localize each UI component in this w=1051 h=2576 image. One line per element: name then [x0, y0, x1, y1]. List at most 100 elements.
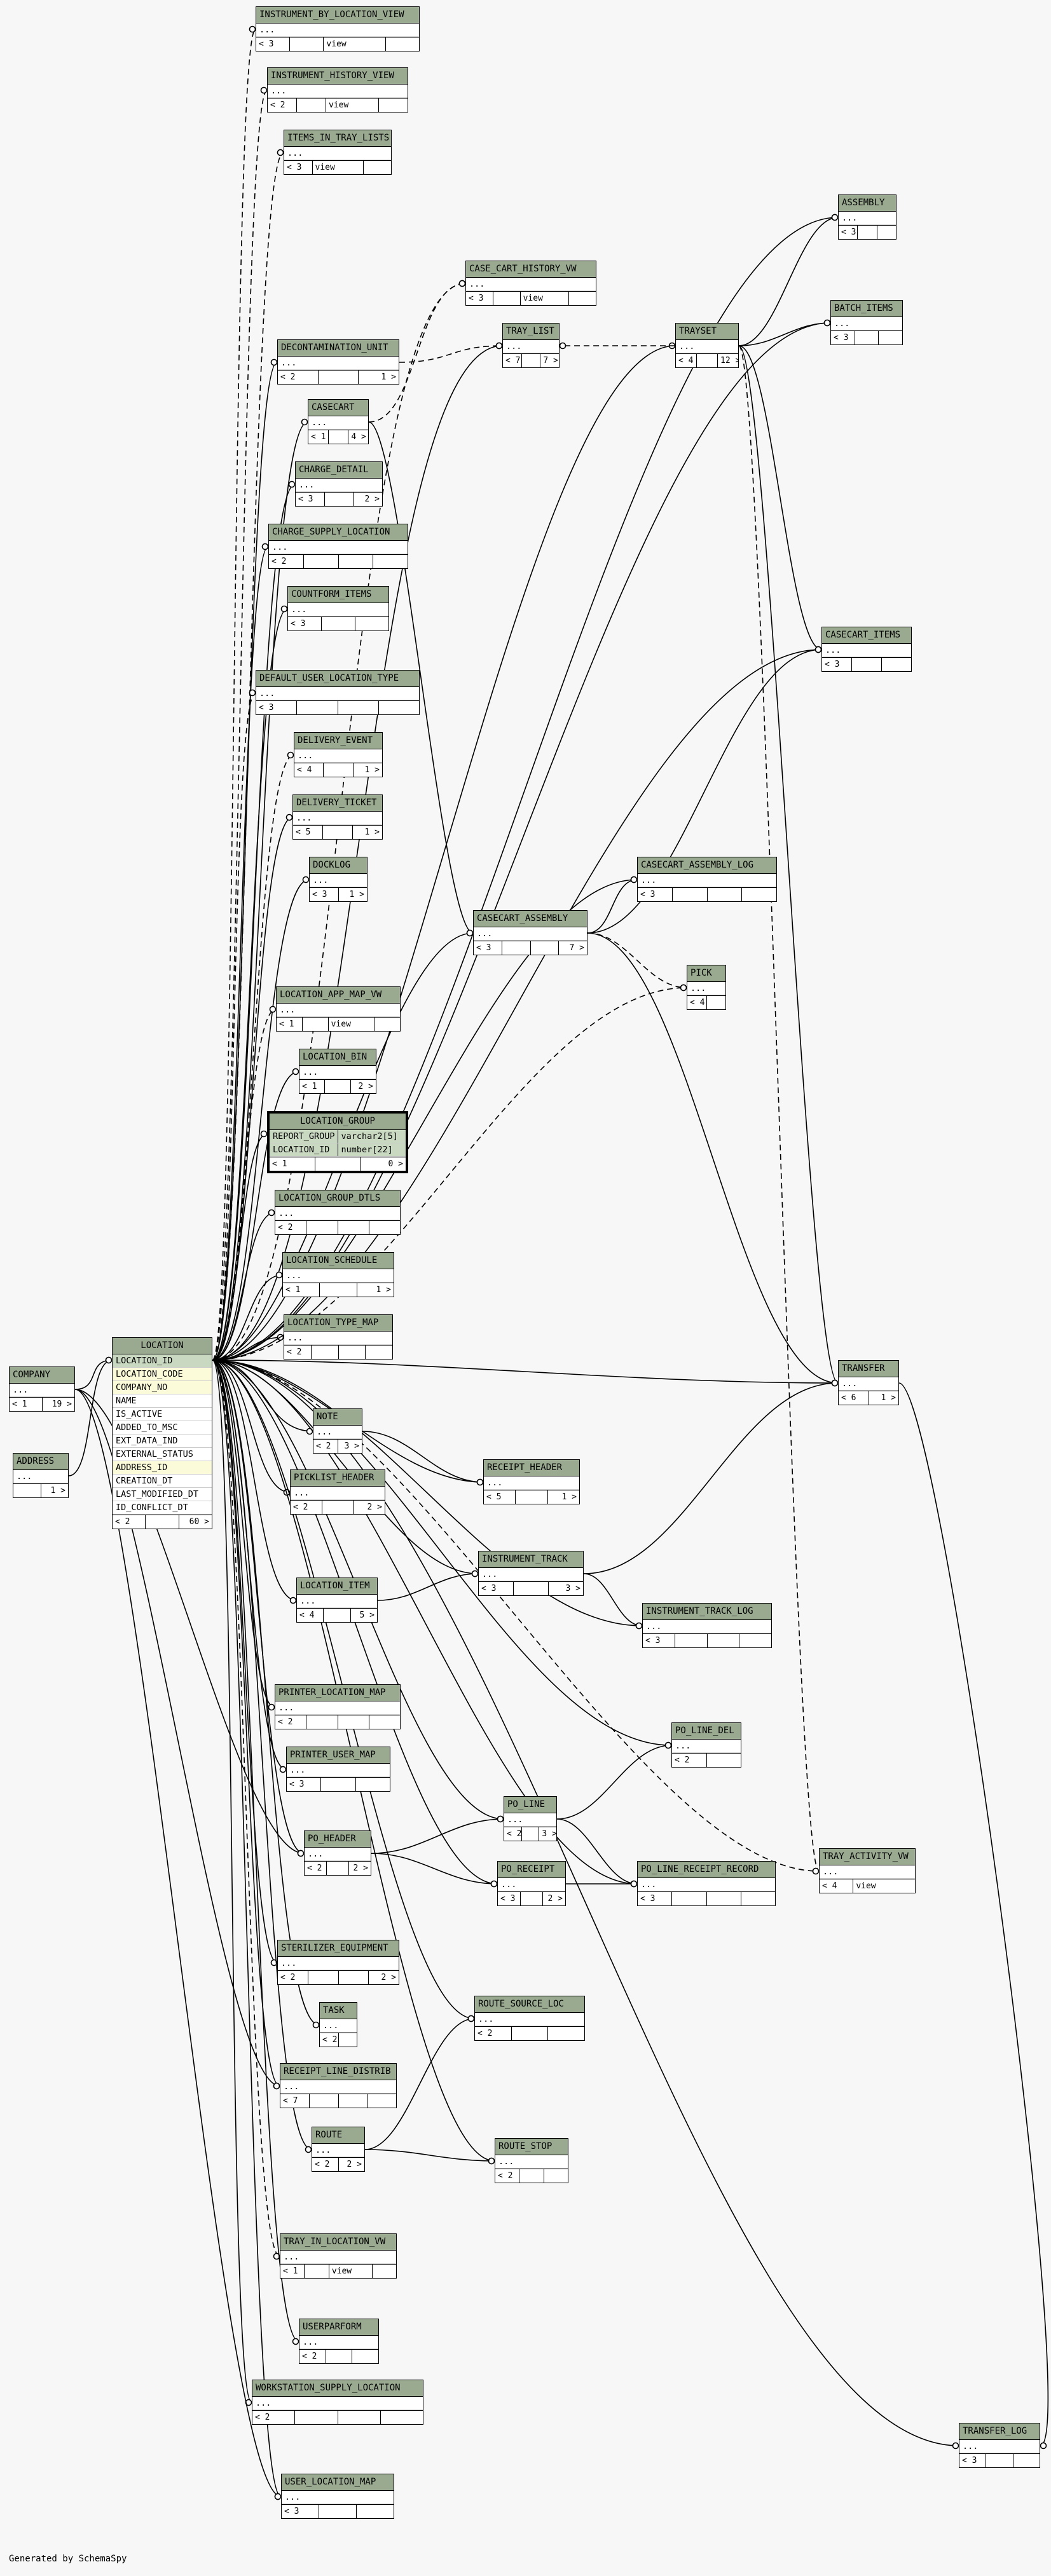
collapsed-columns[interactable]: ... — [495, 2155, 568, 2169]
table-title[interactable]: INSTRUMENT_TRACK — [479, 1551, 583, 1568]
collapsed-columns[interactable]: ... — [294, 749, 382, 763]
collapsed-columns[interactable]: ... — [959, 2440, 1040, 2453]
collapsed-columns[interactable]: ... — [638, 1878, 775, 1891]
table-title[interactable]: ROUTE_STOP — [495, 2139, 568, 2155]
collapsed-columns[interactable]: ... — [484, 1476, 579, 1490]
table-title[interactable]: PRINTER_LOCATION_MAP — [275, 1685, 400, 1701]
collapsed-columns[interactable]: ... — [10, 1384, 74, 1397]
table-title[interactable]: INSTRUMENT_TRACK_LOG — [643, 1604, 771, 1620]
table-address[interactable]: ADDRESS...1 > — [13, 1453, 69, 1498]
collapsed-columns[interactable]: ... — [839, 212, 896, 225]
table-title[interactable]: ROUTE — [312, 2127, 364, 2144]
table-title[interactable]: PO_LINE — [504, 1797, 556, 1813]
collapsed-columns[interactable]: ... — [284, 147, 391, 160]
table-pick[interactable]: PICK...< 4 — [687, 965, 726, 1010]
table-title[interactable]: RECEIPT_HEADER — [484, 1460, 579, 1476]
table-title[interactable]: BATCH_ITEMS — [831, 301, 902, 317]
table-workstation-supply-location[interactable]: WORKSTATION_SUPPLY_LOCATION...< 2 — [252, 2380, 423, 2425]
table-task[interactable]: TASK...< 2 — [319, 2002, 357, 2047]
table-userparform[interactable]: USERPARFORM...< 2 — [299, 2319, 379, 2364]
table-title[interactable]: PICKLIST_HEADER — [291, 1470, 385, 1487]
collapsed-columns[interactable]: ... — [672, 1740, 741, 1753]
collapsed-columns[interactable]: ... — [252, 2397, 423, 2410]
collapsed-columns[interactable]: ... — [284, 1332, 392, 1345]
table-title[interactable]: ADDRESS — [13, 1454, 68, 1470]
column-row[interactable]: EXT_DATA_IND — [113, 1435, 212, 1448]
column-row[interactable]: ID_CONFLICT_DT — [113, 1501, 212, 1515]
table-title[interactable]: ITEMS_IN_TRAY_LISTS — [284, 130, 391, 147]
table-transfer-log[interactable]: TRANSFER_LOG...< 3 — [959, 2423, 1040, 2468]
collapsed-columns[interactable]: ... — [269, 541, 408, 554]
table-title[interactable]: USERPARFORM — [299, 2319, 378, 2336]
collapsed-columns[interactable]: ... — [305, 1848, 371, 1861]
table-title[interactable]: LOCATION_SCHEDULE — [283, 1253, 394, 1269]
collapsed-columns[interactable]: ... — [466, 278, 596, 291]
collapsed-columns[interactable]: ... — [308, 416, 368, 430]
table-title[interactable]: LOCATION_APP_MAP_VW — [277, 987, 400, 1004]
table-title[interactable]: ASSEMBLY — [839, 195, 896, 212]
collapsed-columns[interactable]: ... — [474, 927, 587, 941]
table-title[interactable]: TRAY_ACTIVITY_VW — [820, 1849, 915, 1865]
table-title[interactable]: COMPANY — [10, 1367, 74, 1384]
collapsed-columns[interactable]: ... — [13, 1470, 68, 1483]
collapsed-columns[interactable]: ... — [313, 1426, 362, 1439]
column-row[interactable]: EXTERNAL_STATUS — [113, 1448, 212, 1461]
collapsed-columns[interactable]: ... — [256, 24, 419, 37]
collapsed-columns[interactable]: ... — [256, 687, 419, 700]
column-row[interactable]: NAME — [113, 1394, 212, 1408]
collapsed-columns[interactable]: ... — [293, 812, 382, 825]
table-title[interactable]: CASECART — [308, 400, 368, 416]
collapsed-columns[interactable]: ... — [687, 982, 725, 995]
collapsed-columns[interactable]: ... — [676, 340, 738, 353]
collapsed-columns[interactable]: ... — [503, 340, 559, 353]
table-title[interactable]: TRAYSET — [676, 324, 738, 340]
collapsed-columns[interactable]: ... — [320, 2019, 357, 2033]
collapsed-columns[interactable]: ... — [287, 1764, 390, 1777]
column-row[interactable]: IS_ACTIVE — [113, 1408, 212, 1421]
collapsed-columns[interactable]: ... — [504, 1813, 556, 1827]
collapsed-columns[interactable]: ... — [277, 1004, 400, 1017]
table-title[interactable]: LOCATION_GROUP_DTLS — [275, 1190, 400, 1207]
table-batch-items[interactable]: BATCH_ITEMS...< 3 — [830, 300, 903, 345]
table-printer-user-map[interactable]: PRINTER_USER_MAP...< 3 — [286, 1747, 390, 1792]
table-title[interactable]: INSTRUMENT_HISTORY_VIEW — [268, 68, 408, 85]
collapsed-columns[interactable]: ... — [296, 479, 382, 492]
table-receipt-line-distrib[interactable]: RECEIPT_LINE_DISTRIB...< 7 — [280, 2063, 397, 2108]
collapsed-columns[interactable]: ... — [275, 1207, 400, 1220]
table-title[interactable]: LOCATION_ITEM — [297, 1578, 377, 1595]
table-title[interactable]: TASK — [320, 2003, 357, 2019]
collapsed-columns[interactable]: ... — [288, 603, 388, 617]
collapsed-columns[interactable]: ... — [283, 1269, 394, 1283]
table-charge-supply-location[interactable]: CHARGE_SUPPLY_LOCATION...< 2 — [268, 524, 408, 569]
table-title[interactable]: CHARGE_DETAIL — [296, 462, 382, 479]
table-route-source-loc[interactable]: ROUTE_SOURCE_LOC...< 2 — [474, 1996, 585, 2041]
table-location-type-map[interactable]: LOCATION_TYPE_MAP...< 2 — [284, 1314, 393, 1360]
collapsed-columns[interactable]: ... — [275, 1701, 400, 1715]
collapsed-columns[interactable]: ... — [280, 2251, 396, 2264]
table-po-line-del[interactable]: PO_LINE_DEL...< 2 — [671, 1722, 741, 1768]
table-user-location-map[interactable]: USER_LOCATION_MAP...< 3 — [281, 2474, 394, 2519]
collapsed-columns[interactable]: ... — [822, 644, 911, 657]
collapsed-columns[interactable]: ... — [475, 2013, 584, 2026]
column-row[interactable]: ADDED_TO_MSC — [113, 1421, 212, 1435]
collapsed-columns[interactable]: ... — [479, 1568, 583, 1581]
table-location-group-dtls[interactable]: LOCATION_GROUP_DTLS...< 2 — [275, 1190, 401, 1235]
